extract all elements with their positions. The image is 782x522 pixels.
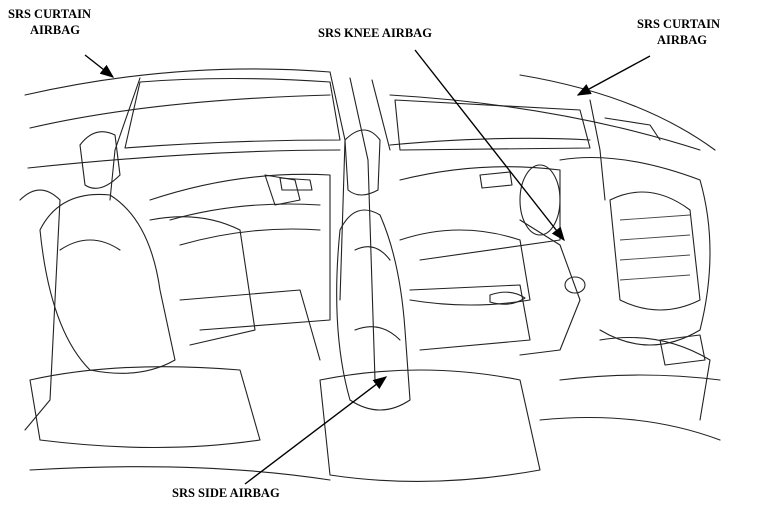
label-line: AIRBAG [30,23,81,37]
rear-window [124,77,591,151]
side-arrow [244,376,388,485]
label-curtain-airbag-left: SRS CURTAIN AIRBAG [8,6,91,38]
floor-lines [29,374,721,481]
label-curtain-airbag-right: SRS CURTAIN AIRBAG [637,16,720,48]
pillars [109,71,661,381]
rear-seat [19,131,321,449]
label-line: AIRBAG [657,33,708,47]
knee-arrow [414,49,565,242]
curtain-right-arrow [576,55,651,96]
callout-arrows [84,49,651,485]
label-line: SRS CURTAIN [637,17,721,31]
label-line: SRS CURTAIN [8,7,92,21]
dashboard [519,156,711,421]
roof-lines [24,68,716,169]
label-side-airbag: SRS SIDE AIRBAG [172,486,280,500]
rear-door [149,173,331,331]
label-knee-airbag: SRS KNEE AIRBAG [318,26,432,40]
front-seat [319,129,541,482]
front-door [279,166,561,261]
curtain-left-arrow [84,54,115,78]
